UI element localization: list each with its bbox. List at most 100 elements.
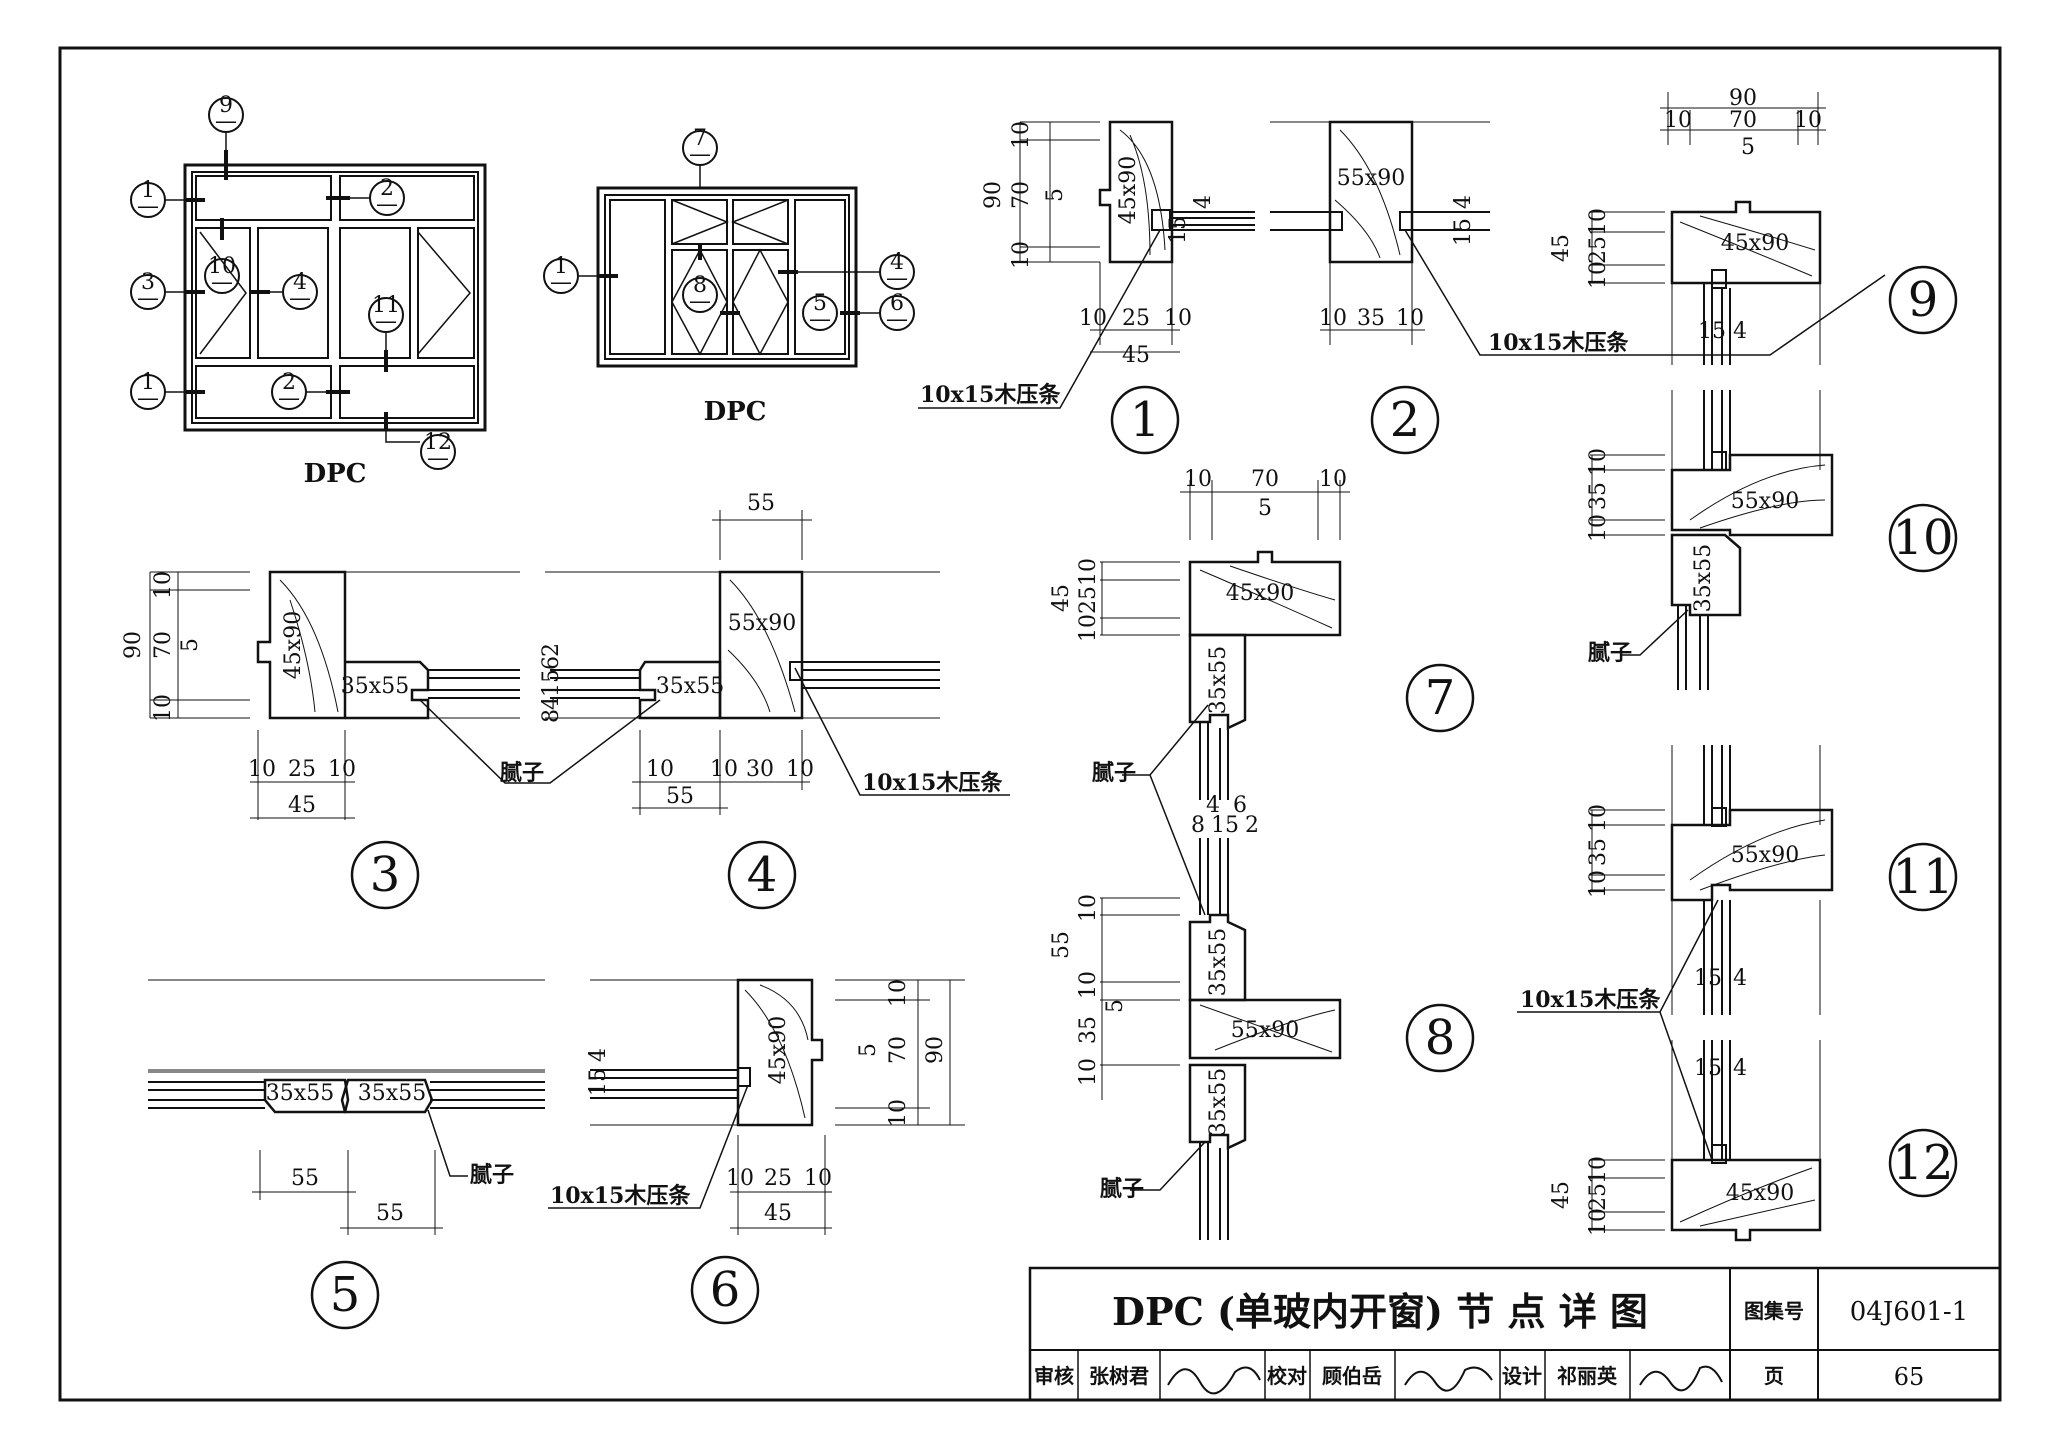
marker-number: 10 (208, 254, 236, 279)
dim: 8 (539, 709, 564, 723)
detail-number: 6 (710, 1262, 741, 1318)
review-name: 张树君 (1089, 1364, 1149, 1388)
dim: 35 (1586, 482, 1611, 510)
dim: 90 (923, 1036, 948, 1064)
marker-dash: — (689, 142, 711, 167)
dim: 5 (1103, 999, 1128, 1013)
design-signature (1639, 1365, 1723, 1392)
marker-number: 1 (141, 370, 155, 395)
detail-9: 90 10 70 10 5 45x90 45 10 25 10 15 4 9 (1549, 86, 1958, 365)
note-putty: 腻子 (500, 760, 544, 786)
atlas-number: 04J601-1 (1850, 1297, 1968, 1327)
marker-number: 8 (693, 273, 707, 298)
dim: 25 (1122, 306, 1150, 331)
section-label: 55x90 (728, 611, 796, 636)
marker-dash: — (137, 194, 159, 219)
design-name: 祁丽英 (1557, 1364, 1618, 1388)
section-label: 35x55 (1206, 928, 1231, 996)
marker-dash: — (886, 307, 908, 332)
overview-middle: 7— 1— 8— 4— 5— 6— DPC (543, 126, 915, 427)
dim: 10 (726, 1166, 754, 1191)
dim: 2 (539, 643, 564, 657)
note-strip: 10x15木压条 (920, 382, 1061, 408)
detail-number: 12 (1892, 1135, 1953, 1191)
dim: 25 (1586, 1183, 1611, 1211)
note-strip: 10x15木压条 (1488, 330, 1629, 356)
dim: 70 (1009, 181, 1034, 209)
note-putty: 腻子 (1092, 760, 1136, 786)
dim: 35 (1076, 1016, 1101, 1044)
dim: 10 (886, 979, 911, 1007)
marker-dash: — (427, 446, 449, 471)
detail-number: 2 (1390, 392, 1421, 448)
section-label: 35x55 (358, 1081, 426, 1106)
marker-8: 8— (682, 273, 718, 314)
dim: 10 (1586, 1156, 1611, 1184)
dim: 45 (288, 793, 316, 818)
detail-7: 10 70 10 5 45x90 35x55 45 10 25 10 7 (1049, 467, 1475, 800)
dim: 10 (1079, 306, 1107, 331)
design-label: 设计 (1502, 1364, 1542, 1388)
marker-2: 2— (369, 176, 405, 217)
detail-number: 10 (1892, 510, 1953, 566)
dim: 10 (1586, 208, 1611, 236)
note-strip: 10x15木压条 (550, 1183, 691, 1209)
section-label: 35x55 (266, 1081, 334, 1106)
marker-number: 6 (890, 291, 904, 316)
dim: 4 (539, 696, 564, 710)
dim: 4 (1191, 195, 1216, 209)
marker-dash: — (886, 266, 908, 291)
marker-dash: — (211, 270, 233, 295)
section-label: 35x55 (656, 674, 724, 699)
page-number: 65 (1894, 1363, 1925, 1391)
marker-11: 11— (368, 293, 404, 334)
dim: 10 (1586, 514, 1611, 542)
dim: 4 (586, 1048, 611, 1062)
dim: 55 (376, 1201, 404, 1226)
dim: 15 (1694, 1056, 1722, 1081)
dim: 6 (539, 656, 564, 670)
marker-number: 9 (219, 93, 233, 118)
section-label: 45x90 (1226, 581, 1294, 606)
dim: 15 (1166, 216, 1191, 244)
detail-number: 1 (1130, 392, 1161, 448)
dim: 10 (1319, 467, 1347, 492)
dim: 10 (1319, 306, 1347, 331)
section-label: 35x55 (1206, 646, 1231, 714)
dim: 25 (288, 757, 316, 782)
dim: 35 (1586, 838, 1611, 866)
dim: 10 (1586, 804, 1611, 832)
marker-number: 5 (813, 291, 827, 316)
detail-number: 8 (1425, 1010, 1456, 1066)
dim: 10 (886, 1099, 911, 1127)
dim: 10 (1164, 306, 1192, 331)
dim: 55 (666, 784, 694, 809)
marker-number: 2 (380, 176, 394, 201)
dim: 4 (1206, 793, 1220, 818)
dim: 30 (746, 757, 774, 782)
section-label: 45x90 (766, 1016, 791, 1084)
dim: 10 (1184, 467, 1212, 492)
dim: 10 (786, 757, 814, 782)
marker-dash: — (278, 386, 300, 411)
detail-number: 5 (330, 1267, 361, 1323)
marker-number: 12 (424, 430, 452, 455)
section-label: 35x55 (341, 674, 409, 699)
dim: 55 (1049, 931, 1074, 959)
dim: 55 (291, 1166, 319, 1191)
dim: 90 (1729, 86, 1757, 111)
marker-10: 10— (204, 254, 240, 295)
dim: 70 (1251, 467, 1279, 492)
dim: 10 (1009, 241, 1034, 269)
dim: 90 (981, 181, 1006, 209)
note-strip: 10x15木压条 (862, 770, 1003, 796)
dim: 10 (151, 694, 176, 722)
marker-number: 1 (141, 178, 155, 203)
atlas-label: 图集号 (1744, 1299, 1804, 1323)
detail-number: 3 (370, 847, 401, 903)
overview-left: 9— 1— 2— 3— 10— 4— 11— 1— 2— 12— DPC (130, 93, 487, 489)
dim: 10 (646, 757, 674, 782)
marker-number: 7 (693, 126, 707, 151)
marker-1b: 1— (130, 370, 166, 411)
section-label: 45x90 (1726, 1181, 1794, 1206)
